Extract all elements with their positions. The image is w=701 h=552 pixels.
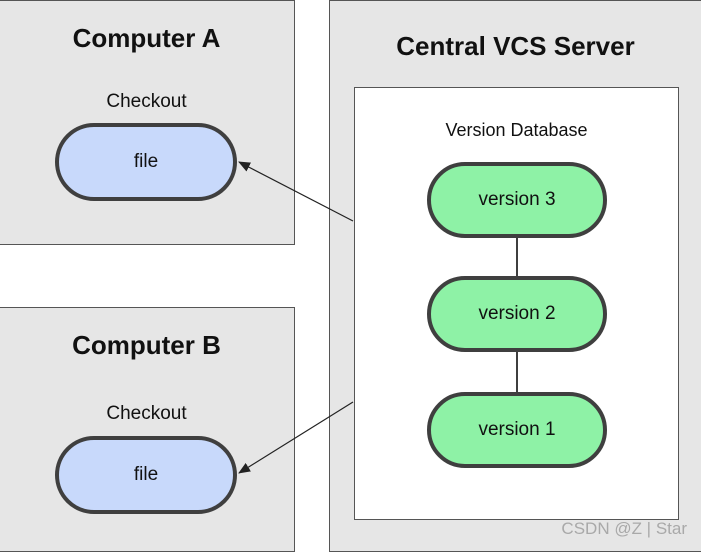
computer-a-panel: Computer A Checkout file	[0, 0, 295, 245]
computer-a-title: Computer A	[72, 23, 221, 53]
version-database-box: Version Database version 3 version 2 ver…	[354, 87, 679, 520]
computer-b-file-label: file	[133, 464, 159, 485]
version-3-node: version 3	[427, 162, 607, 238]
version-2-label: version 2	[478, 303, 556, 324]
csdn-watermark: CSDN @Z | Star	[561, 519, 687, 538]
computer-b-checkout-label: Checkout	[106, 403, 187, 424]
computer-a-checkout-label: Checkout	[106, 91, 187, 112]
computer-b-title: Computer B	[72, 330, 221, 360]
computer-b-file-node: file	[55, 436, 237, 514]
central-vcs-server-panel: Central VCS Server Version Database vers…	[329, 0, 701, 552]
computer-b-panel: Computer B Checkout file	[0, 307, 295, 552]
version-database-label: Version Database	[445, 120, 588, 140]
version-3-to-2-connector	[516, 236, 518, 278]
version-1-node: version 1	[427, 392, 607, 468]
version-3-label: version 3	[478, 189, 556, 210]
computer-a-file-label: file	[133, 151, 159, 172]
computer-a-file-node: file	[55, 123, 237, 201]
version-2-to-1-connector	[516, 350, 518, 394]
server-title: Central VCS Server	[396, 31, 635, 61]
version-2-node: version 2	[427, 276, 607, 352]
version-1-label: version 1	[478, 419, 556, 440]
